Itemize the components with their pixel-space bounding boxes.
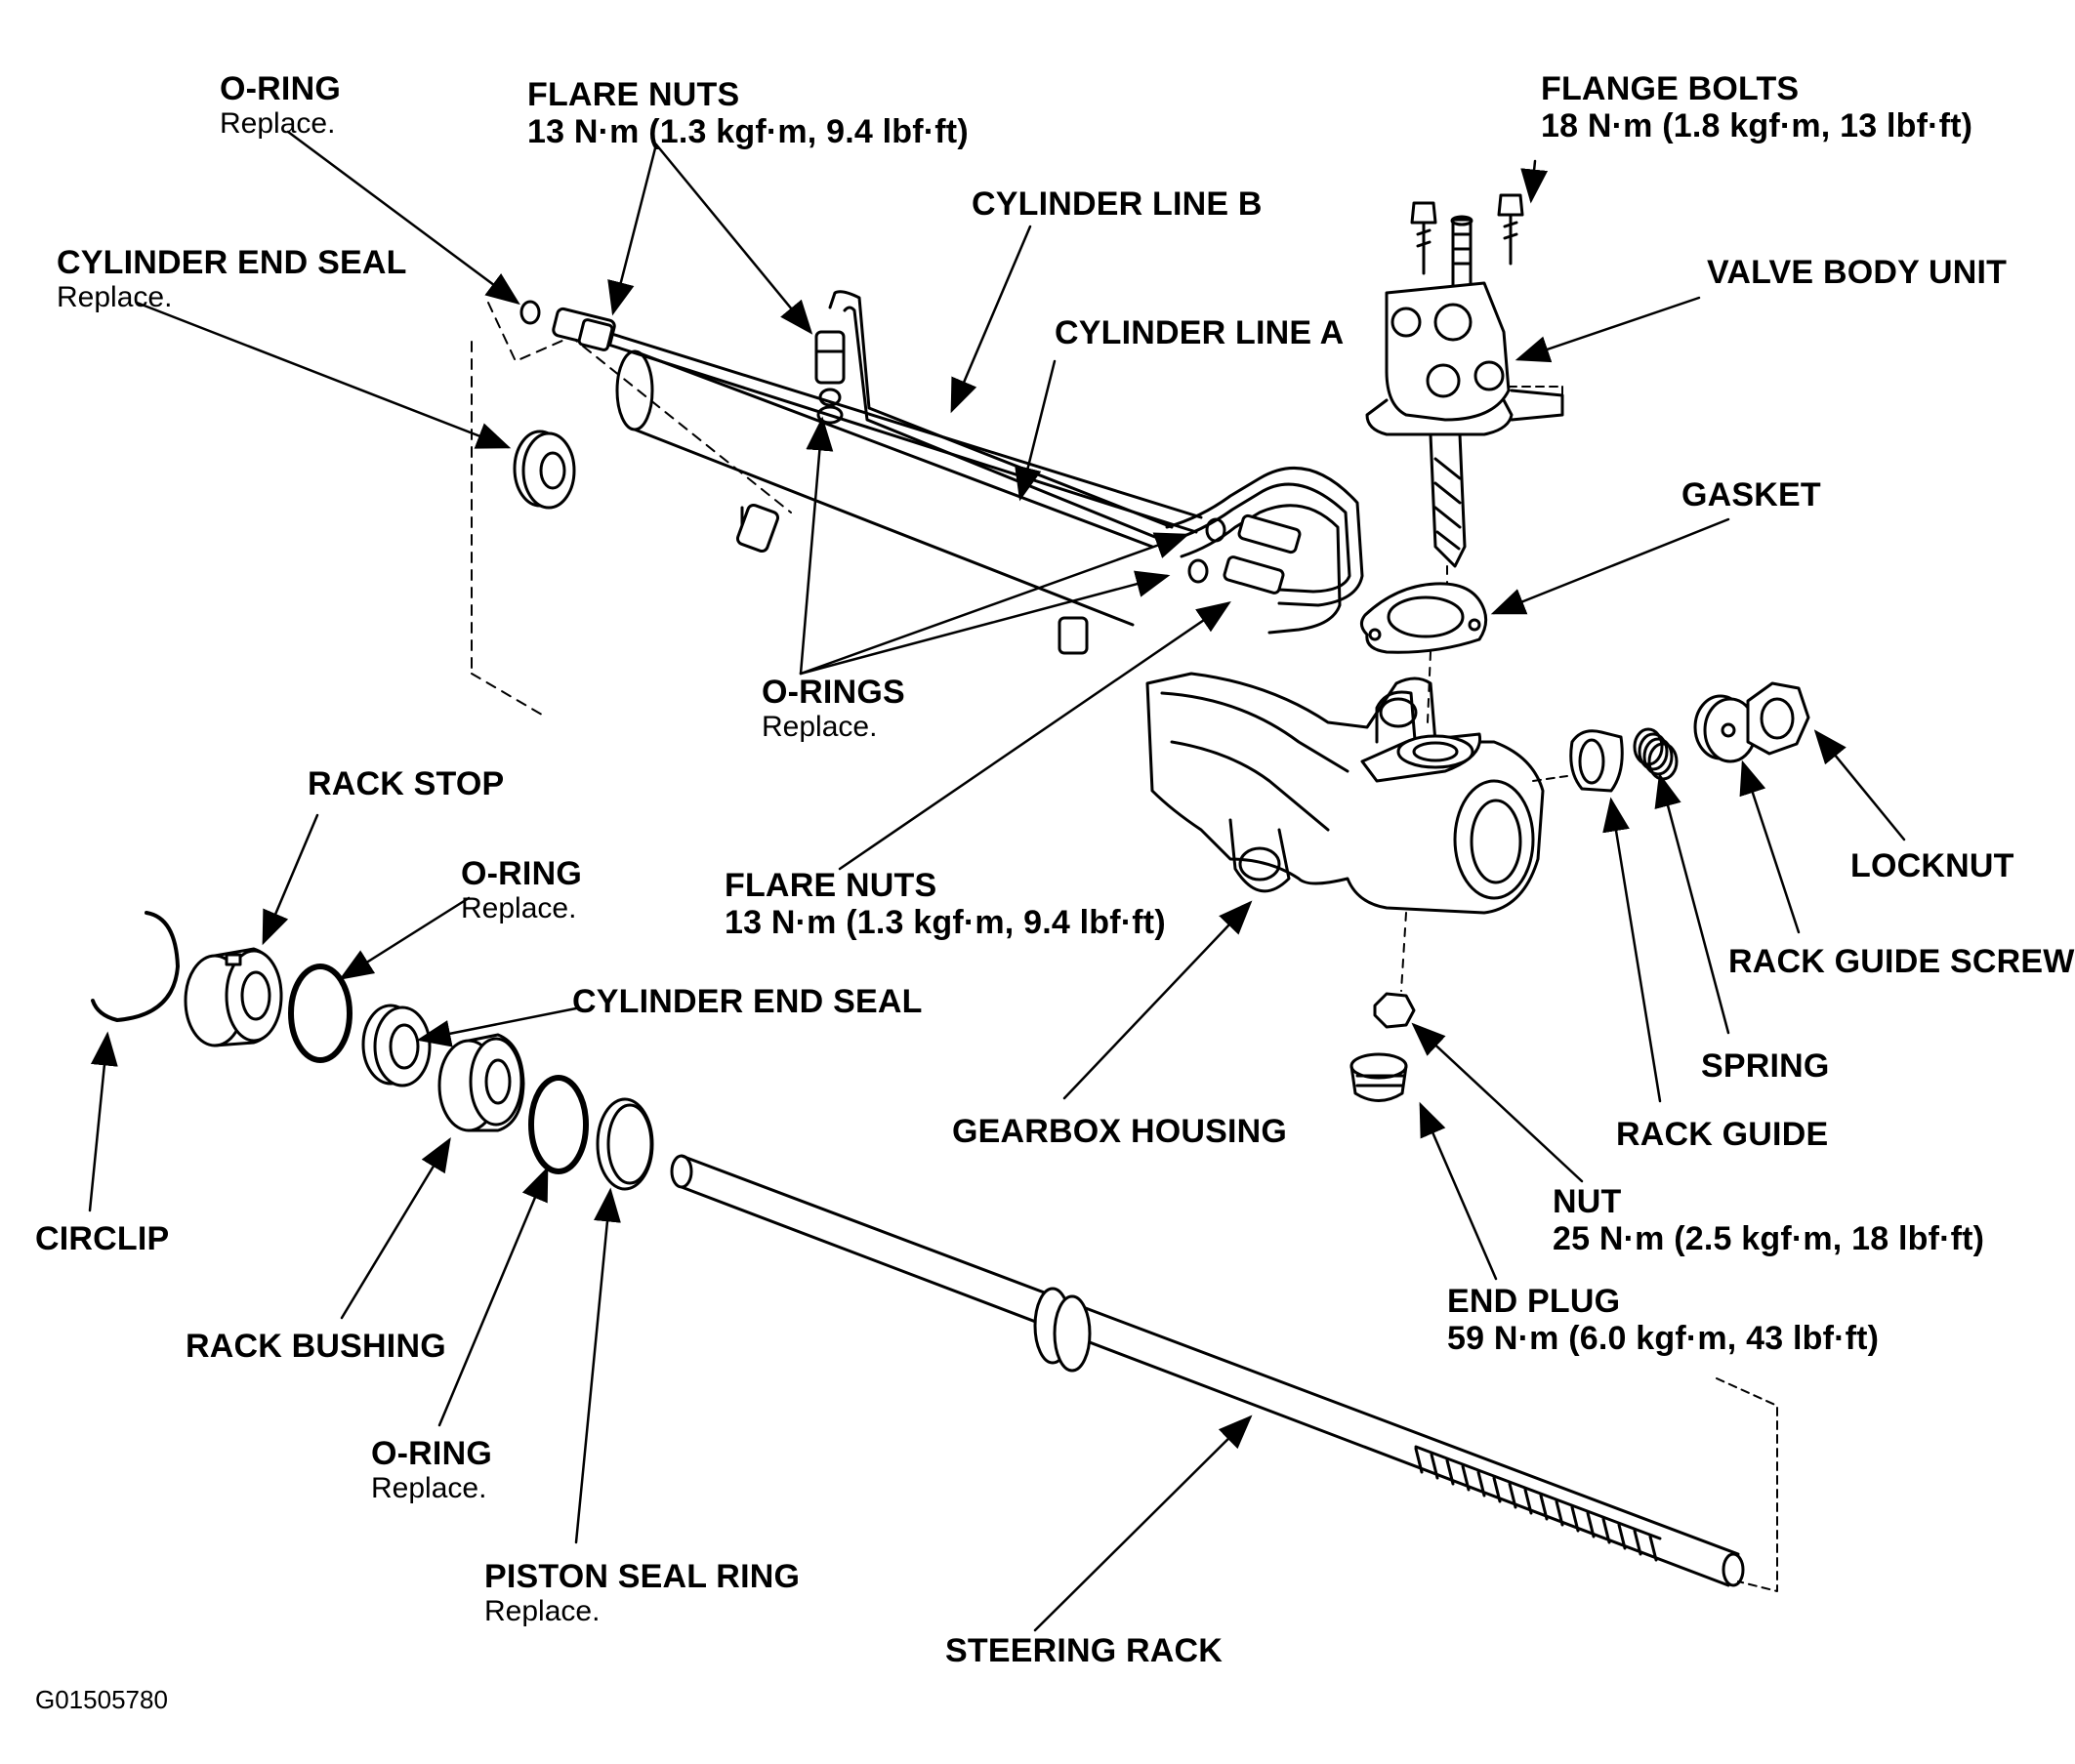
label-steering-rack: STEERING RACK — [945, 1632, 1223, 1669]
label-flare-nuts-mid: FLARE NUTS 13 N·m (1.3 kgf·m, 9.4 lbf·ft… — [725, 867, 1166, 941]
circlip-part — [91, 911, 180, 1022]
label-title: RACK GUIDE — [1616, 1116, 1829, 1153]
rack-guide-screw-part — [1693, 694, 1758, 763]
label-title: FLARE NUTS — [725, 867, 937, 904]
label-spring: SPRING — [1701, 1047, 1830, 1085]
label-title: GASKET — [1681, 476, 1821, 513]
end-plug-part — [1349, 1052, 1408, 1102]
label-title: RACK STOP — [308, 765, 505, 802]
label-title: RACK BUSHING — [186, 1328, 446, 1365]
flange-bolt-right — [1497, 193, 1524, 266]
label-note: Replace. — [484, 1595, 601, 1628]
label-title: CYLINDER LINE B — [972, 185, 1263, 223]
label-o-rings: O-RINGS Replace. — [762, 674, 905, 744]
piston-seal-ring-part — [596, 1097, 654, 1191]
label-title: STEERING RACK — [945, 1632, 1224, 1669]
label-title: O-RING — [220, 70, 341, 107]
rack-stop-part — [184, 947, 283, 1047]
label-rack-stop: RACK STOP — [308, 765, 504, 802]
label-title: FLARE NUTS — [527, 76, 740, 113]
label-gearbox-housing: GEARBOX HOUSING — [952, 1113, 1287, 1150]
label-cylinder-end-seal-top: CYLINDER END SEAL Replace. — [57, 244, 407, 314]
label-title: PISTON SEAL RING — [484, 1558, 801, 1595]
alignment-dashes-valve — [1508, 386, 1563, 411]
label-title: LOCKNUT — [1850, 847, 2014, 884]
o-ring-mid-part — [288, 964, 353, 1063]
label-note: Replace. — [461, 892, 577, 925]
label-rack-guide-screw: RACK GUIDE SCREW — [1728, 943, 2075, 980]
label-flare-nuts-top: FLARE NUTS 13 N·m (1.3 kgf·m, 9.4 lbf·ft… — [527, 76, 969, 150]
label-o-ring-bottom: O-RING Replace. — [371, 1435, 492, 1505]
label-title: CYLINDER LINE A — [1055, 314, 1345, 351]
label-note: Replace. — [57, 281, 173, 314]
nut-part — [1373, 992, 1416, 1029]
label-title: VALVE BODY UNIT — [1707, 254, 2008, 291]
rack-bushing-part — [437, 1033, 525, 1132]
label-note: Replace. — [762, 711, 878, 744]
spring-part — [1633, 727, 1679, 781]
label-rack-bushing: RACK BUSHING — [186, 1328, 446, 1365]
o-ring-top-part — [519, 300, 541, 325]
label-gasket: GASKET — [1681, 476, 1821, 513]
label-title: NUT — [1553, 1183, 1622, 1220]
label-note: Replace. — [220, 107, 336, 141]
gasket-part — [1360, 582, 1488, 723]
label-title: O-RING — [371, 1435, 492, 1472]
label-cylinder-line-b: CYLINDER LINE B — [972, 185, 1263, 223]
o-ring-bottom-part — [528, 1075, 589, 1174]
label-title: O-RINGS — [762, 674, 905, 711]
label-torque: 13 N·m (1.3 kgf·m, 9.4 lbf·ft) — [527, 113, 969, 151]
alignment-dashes-upper-left — [471, 302, 792, 718]
gearbox-housing — [1145, 672, 1545, 915]
label-title: SPRING — [1701, 1047, 1830, 1085]
figure-code: G01505780 — [35, 1685, 168, 1714]
label-circlip: CIRCLIP — [35, 1220, 169, 1257]
label-torque: 59 N·m (6.0 kgf·m, 43 lbf·ft) — [1447, 1320, 1880, 1358]
label-cylinder-end-seal-mid: CYLINDER END SEAL — [572, 983, 923, 1020]
leader-lines — [88, 130, 1906, 1632]
rack-guide-part — [1569, 729, 1624, 793]
alignment-dash-guide — [1532, 775, 1568, 782]
alignment-dash-nut — [1400, 912, 1407, 992]
label-rack-guide: RACK GUIDE — [1616, 1116, 1828, 1153]
steering-rack-part — [670, 1154, 1745, 1587]
label-locknut: LOCKNUT — [1850, 847, 2014, 884]
flare-nut-left — [552, 307, 616, 351]
flare-nuts-lower — [1187, 513, 1302, 595]
label-cylinder-line-a: CYLINDER LINE A — [1055, 314, 1344, 351]
label-o-ring-mid: O-RING Replace. — [461, 855, 582, 925]
label-o-ring-top: O-RING Replace. — [220, 70, 341, 141]
label-title: FLANGE BOLTS — [1541, 70, 1800, 107]
label-title: CYLINDER END SEAL — [57, 244, 407, 281]
label-torque: 13 N·m (1.3 kgf·m, 9.4 lbf·ft) — [725, 904, 1166, 942]
cylinder-tube — [615, 349, 1154, 655]
label-nut: NUT 25 N·m (2.5 kgf·m, 18 lbf·ft) — [1553, 1183, 1984, 1257]
valve-body-unit — [1365, 215, 1564, 587]
locknut-part — [1746, 681, 1810, 756]
flare-nut-line-b — [814, 330, 846, 425]
label-flange-bolts: FLANGE BOLTS 18 N·m (1.8 kgf·m, 13 lbf·f… — [1541, 70, 1972, 144]
label-title: GEARBOX HOUSING — [952, 1113, 1288, 1150]
label-piston-seal-ring: PISTON SEAL RING Replace. — [484, 1558, 800, 1628]
label-note: Replace. — [371, 1472, 487, 1505]
label-title: CYLINDER END SEAL — [572, 983, 923, 1020]
label-title: RACK GUIDE SCREW — [1728, 943, 2075, 980]
label-end-plug: END PLUG 59 N·m (6.0 kgf·m, 43 lbf·ft) — [1447, 1283, 1879, 1357]
label-title: O-RING — [461, 855, 582, 892]
flange-bolt-left — [1410, 201, 1437, 275]
cylinder-end-seal-mid-part — [361, 1004, 432, 1087]
label-title: END PLUG — [1447, 1283, 1621, 1320]
alignment-dashes-rack — [1716, 1377, 1778, 1592]
label-valve-body-unit: VALVE BODY UNIT — [1707, 254, 2007, 291]
cylinder-end-seal-top-part — [513, 430, 576, 510]
label-torque: 18 N·m (1.8 kgf·m, 13 lbf·ft) — [1541, 107, 1973, 145]
label-torque: 25 N·m (2.5 kgf·m, 18 lbf·ft) — [1553, 1220, 1985, 1258]
label-title: CIRCLIP — [35, 1220, 170, 1257]
